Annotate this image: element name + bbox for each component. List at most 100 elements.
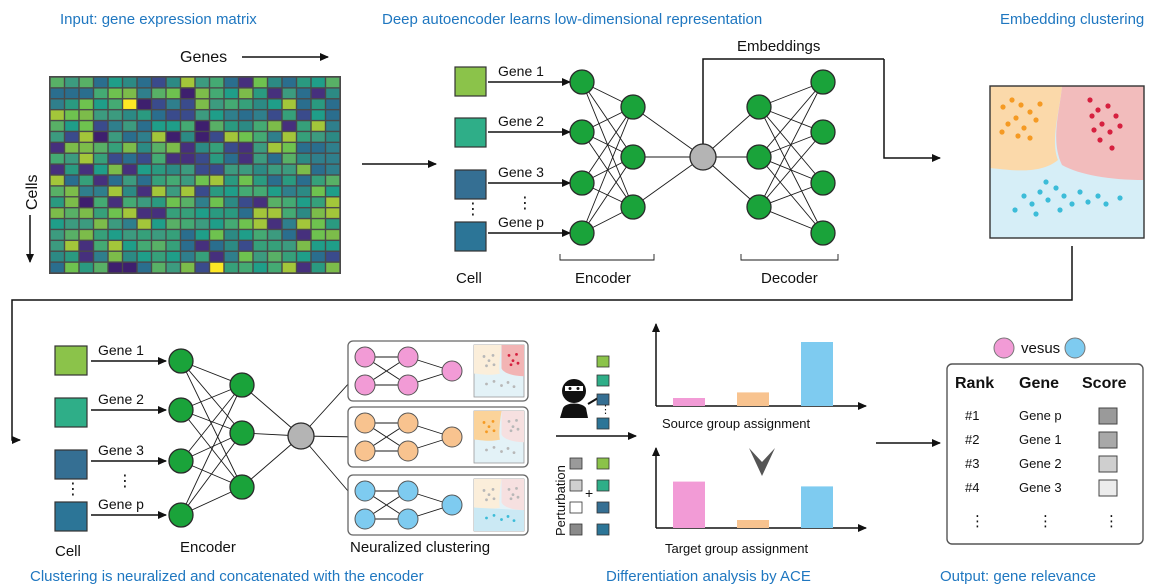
matrix-cell (326, 230, 340, 240)
matrix-cell (224, 110, 238, 120)
matrix-cell (239, 132, 253, 142)
versus-blue-circle (1064, 337, 1086, 359)
scatter-point-blue (1037, 189, 1043, 195)
nn-gene-label: Gene p (98, 496, 144, 512)
caption-neuralized: Clustering is neuralized and concatenate… (30, 568, 424, 585)
matrix-cell (123, 88, 137, 99)
matrix-cell (79, 164, 93, 175)
ae-neuron (810, 170, 836, 196)
matrix-cell (311, 219, 325, 229)
scatter-point-blue (1043, 179, 1049, 185)
matrix-cell (282, 110, 296, 120)
matrix-cell (50, 132, 64, 142)
matrix-cell (326, 110, 340, 120)
matrix-cell (253, 175, 267, 186)
mini-point (509, 363, 513, 367)
matrix-cell (239, 110, 253, 120)
ae-neuron (569, 69, 595, 95)
ae-input-square (454, 221, 487, 252)
matrix-cell (253, 197, 267, 207)
matrix-cell (253, 132, 267, 142)
matrix-cell (297, 99, 311, 109)
matrix-cell (79, 132, 93, 142)
matrix-cell (108, 197, 122, 207)
scatter-point-blue (1061, 193, 1067, 199)
perturbed-vector-cell (596, 523, 610, 536)
cluster-output-neuron (441, 494, 463, 516)
mini-region-blue (474, 507, 524, 531)
matrix-cell (326, 208, 340, 218)
header-rank: Rank (955, 375, 994, 392)
mini-point (487, 425, 491, 428)
scatter-point-orange (999, 129, 1005, 135)
matrix-cell (311, 175, 325, 186)
matrix-cell (311, 110, 325, 120)
matrix-cell (137, 197, 151, 207)
cells-axis-label: Cells (24, 174, 41, 210)
matrix-cell (166, 153, 180, 164)
target-bar (673, 481, 705, 528)
matrix-cell (195, 77, 209, 88)
matrix-cell (297, 208, 311, 218)
ae-input-square (454, 66, 487, 97)
relevance-gene: Gene 1 (1019, 432, 1062, 447)
scatter-point-orange (1005, 121, 1011, 127)
matrix-cell (282, 219, 296, 229)
relevance-score-box (1098, 455, 1118, 473)
matrix-cell (65, 186, 79, 197)
plus-sign: + (585, 485, 593, 501)
matrix-cell (268, 121, 282, 131)
matrix-cell (181, 99, 195, 109)
matrix-cell (297, 88, 311, 99)
matrix-cell (181, 186, 195, 197)
matrix-cell (108, 230, 122, 240)
matrix-cell (50, 121, 64, 131)
ace-analysis: ⋮+ (556, 323, 867, 536)
cluster-neuron (354, 440, 376, 462)
matrix-cell (123, 251, 137, 262)
matrix-cell (152, 88, 166, 99)
matrix-cell (297, 110, 311, 120)
matrix-cell (210, 143, 224, 153)
relevance-dots: ⋮ (970, 513, 985, 530)
mini-point (485, 448, 488, 452)
matrix-cell (224, 230, 238, 240)
matrix-cell (79, 262, 93, 273)
matrix-cell (79, 153, 93, 164)
mini-point (507, 354, 511, 357)
matrix-cell (166, 110, 180, 120)
scatter-point-orange (1000, 104, 1006, 110)
matrix-cell (195, 186, 209, 197)
scatter-point-orange (1037, 101, 1043, 107)
matrix-cell (181, 164, 195, 175)
mini-point (515, 418, 518, 422)
matrix-cell (166, 219, 180, 229)
relevance-score-box (1098, 407, 1118, 425)
cluster-neuron (354, 480, 376, 502)
source-vector-cell (596, 393, 610, 406)
matrix-cell (239, 197, 253, 207)
matrix-cell (239, 175, 253, 186)
matrix-cell (123, 99, 137, 109)
matrix-cell (65, 208, 79, 218)
matrix-cell (253, 219, 267, 229)
caption-input: Input: gene expression matrix (60, 11, 257, 28)
matrix-cell (79, 143, 93, 153)
ae-neuron (746, 194, 772, 220)
ae-neuron (569, 119, 595, 145)
matrix-cell (282, 153, 296, 164)
matrix-cell (50, 251, 64, 262)
matrix-cell (268, 219, 282, 229)
nn-gene-label: Gene 2 (98, 391, 144, 407)
matrix-cell (311, 121, 325, 131)
matrix-cell (65, 262, 79, 273)
matrix-cell (94, 262, 108, 273)
scatter-point-blue (1045, 197, 1051, 203)
matrix-cell (137, 132, 151, 142)
matrix-cell (50, 153, 64, 164)
relevance-rank: #1 (965, 408, 979, 423)
ae-neuron (620, 94, 646, 120)
matrix-cell (195, 175, 209, 186)
matrix-cell (268, 143, 282, 153)
matrix-cell (297, 164, 311, 175)
